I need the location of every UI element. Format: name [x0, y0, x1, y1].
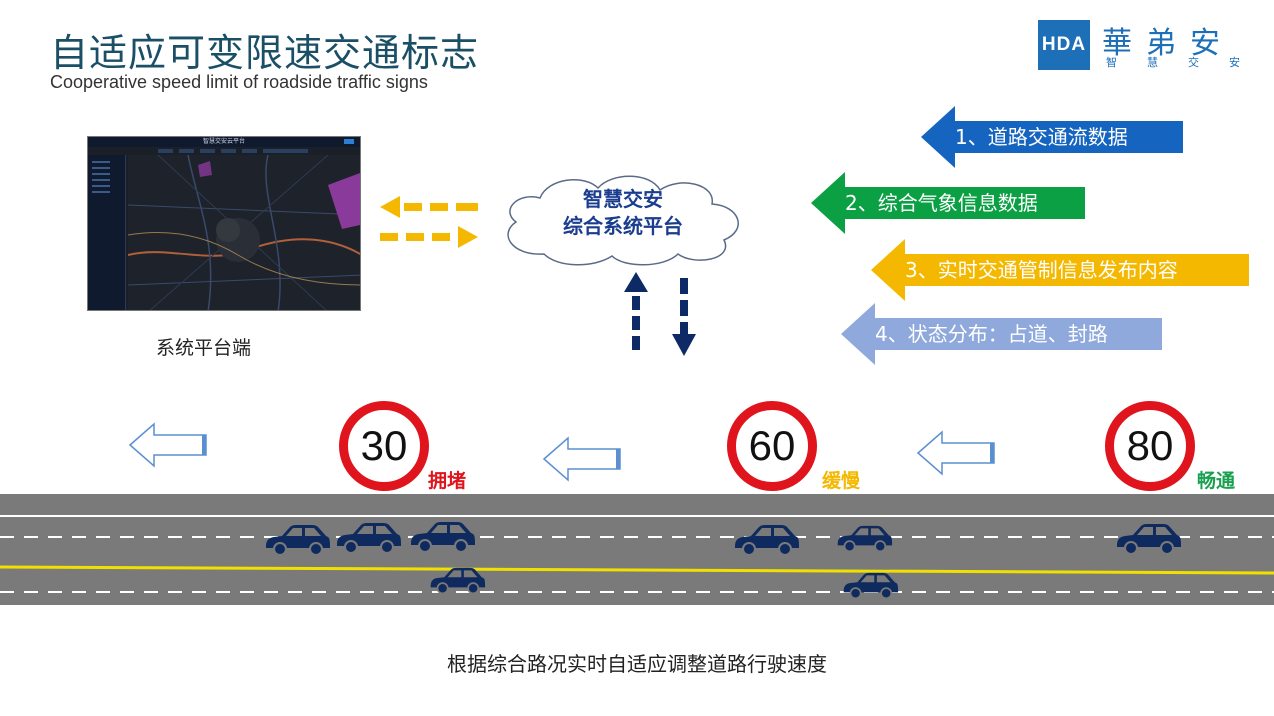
info-arrow-traffic-flow: 1、道路交通流数据	[921, 106, 1183, 168]
arrow-left-icon	[811, 172, 1085, 234]
vertical-exchange-arrows	[624, 272, 696, 356]
brand-logo: HDA 華弟安 智慧交安	[1038, 20, 1258, 72]
car-icon	[336, 522, 402, 554]
screen-sidebar	[88, 155, 126, 310]
speed-limit-sign: 30	[339, 401, 429, 491]
road-markings	[0, 515, 1274, 593]
info-arrow-label: 2、综合气象信息数据	[845, 191, 1038, 215]
info-arrow-shape	[841, 303, 1162, 365]
flow-arrow-left-icon	[916, 430, 995, 476]
screen-map	[128, 155, 360, 310]
platform-screenshot: 智慧交安云平台	[87, 136, 361, 311]
arrow-left-icon	[871, 239, 1249, 301]
info-arrow-label: 4、状态分布：占道、封路	[875, 322, 1108, 346]
arrow-left-icon	[380, 196, 478, 218]
info-arrow-weather: 2、综合气象信息数据	[811, 172, 1085, 234]
platform-label: 系统平台端	[156, 337, 252, 359]
info-arrow-control: 3、实时交通管制信息发布内容	[871, 239, 1249, 301]
info-arrow-shape	[921, 106, 1183, 168]
speed-limit-sign: 60	[727, 401, 817, 491]
screen-tabs	[158, 149, 308, 153]
page-subtitle: Cooperative speed limit of roadside traf…	[50, 72, 428, 92]
car-icon	[410, 521, 476, 553]
info-arrow-status: 4、状态分布：占道、封路	[841, 303, 1162, 365]
traffic-condition: 缓慢	[822, 470, 861, 492]
arrow-down-icon	[672, 278, 696, 356]
cloud-shape	[507, 175, 739, 266]
bottom-caption: 根据综合路况实时自适应调整道路行驶速度	[447, 652, 827, 676]
info-arrow-shape	[871, 239, 1249, 301]
logo-tagline: 智慧交安	[1106, 56, 1270, 69]
arrow-right-icon	[380, 226, 478, 248]
logo-mark: HDA	[1038, 20, 1090, 70]
screen-window-title: 智慧交安云平台	[202, 138, 245, 145]
car-icon	[734, 524, 800, 556]
car-icon	[429, 566, 486, 595]
traffic-condition: 畅通	[1197, 470, 1236, 492]
vehicles	[265, 521, 1182, 600]
data-exchange-arrows	[380, 196, 478, 248]
car-icon	[1116, 523, 1182, 555]
car-icon	[842, 571, 899, 600]
logo-name: 華弟安	[1102, 26, 1234, 61]
arrow-left-icon	[921, 106, 1183, 168]
info-arrow-label: 3、实时交通管制信息发布内容	[905, 258, 1178, 282]
flow-arrow-left-icon	[128, 422, 207, 468]
page-title: 自适应可变限速交通标志	[50, 31, 480, 75]
flow-arrow-left-icon	[542, 436, 621, 482]
arrow-left-icon	[841, 303, 1162, 365]
car-icon	[265, 524, 331, 556]
road	[0, 494, 1274, 605]
info-arrow-label: 1、道路交通流数据	[955, 125, 1128, 149]
info-arrow-shape	[811, 172, 1085, 234]
screen-titlebar	[88, 137, 360, 147]
cloud-label: 智慧交安 综合系统平台	[494, 186, 752, 240]
arrow-up-icon	[624, 272, 648, 350]
traffic-condition: 拥堵	[428, 470, 467, 492]
cloud-line-2: 综合系统平台	[563, 214, 683, 238]
car-icon	[836, 524, 893, 553]
cloud-line-1: 智慧交安	[583, 187, 663, 211]
screen-button	[344, 139, 354, 144]
speed-limit-sign: 80	[1105, 401, 1195, 491]
